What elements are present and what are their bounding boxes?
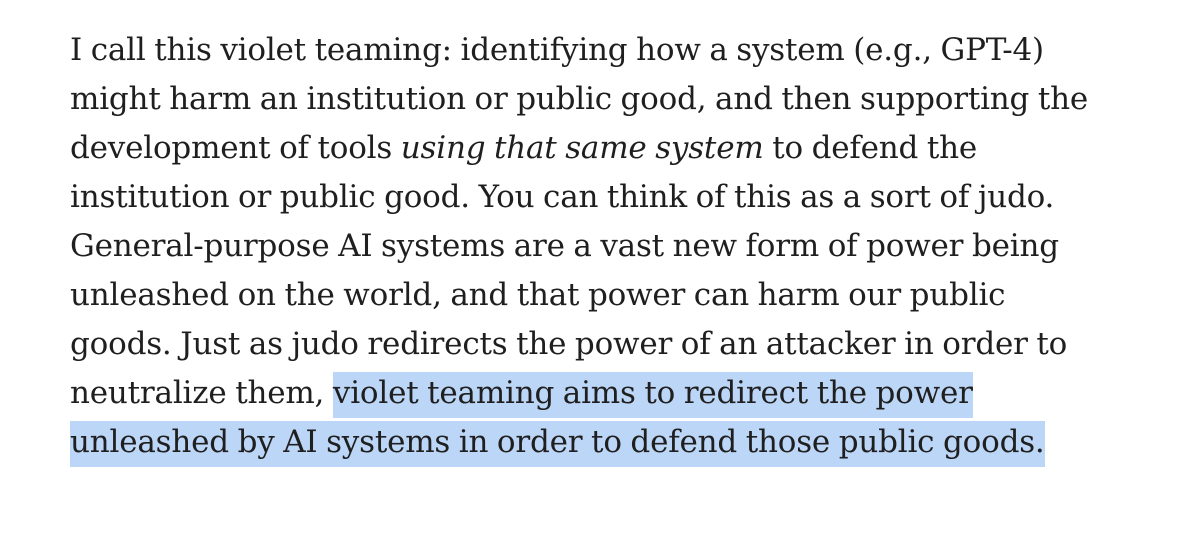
text-line-6: unleashed on the world, and that power c… [70, 277, 1006, 313]
italic-emphasis: using that same system [400, 130, 764, 166]
text-line-2: might harm an institution or public good… [70, 81, 1089, 117]
text-segment: neutralize them, [70, 375, 333, 411]
text-line-9: unleashed by AI systems in order to defe… [70, 418, 1180, 467]
text-segment: development of tools [70, 130, 401, 166]
selected-text-highlight[interactable]: unleashed by AI systems in order to defe… [70, 421, 1045, 467]
text-segment: to defend the [763, 130, 978, 166]
text-line-3: development of tools using that same sys… [70, 124, 1180, 173]
text-line-1: I call this violet teaming: identifying … [70, 32, 1044, 68]
text-line-8: neutralize them, violet teaming aims to … [70, 369, 1180, 418]
text-line-4: institution or public good. You can thin… [70, 179, 1055, 215]
text-line-7: goods. Just as judo redirects the power … [70, 326, 1068, 362]
text-line-5: General-purpose AI systems are a vast ne… [70, 228, 1059, 264]
article-paragraph: I call this violet teaming: identifying … [70, 26, 1180, 467]
selected-text-highlight[interactable]: violet teaming aims to redirect the powe… [332, 372, 973, 418]
